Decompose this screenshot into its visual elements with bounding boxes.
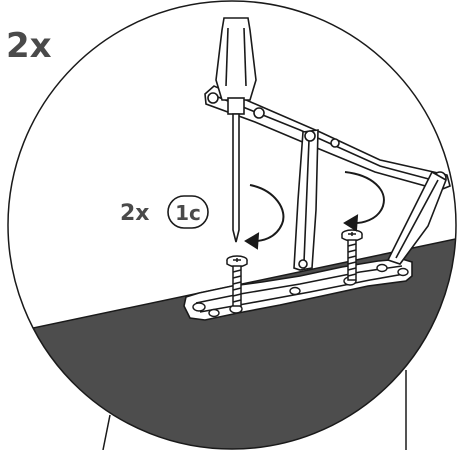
- part-id-label: 1c: [175, 201, 201, 225]
- part-id-badge: [167, 195, 209, 229]
- table-legs: [102, 370, 407, 450]
- screwdriver-icon: [215, 17, 257, 243]
- base-plate-holes: [192, 263, 409, 318]
- clockwise-arrow-icon-right: [343, 171, 385, 232]
- part-callout: 2x 1c: [120, 195, 209, 229]
- callout-count: 2x: [120, 201, 150, 226]
- clockwise-arrow-icon-left: [244, 184, 285, 250]
- bracket-diagonal-arm: [386, 170, 447, 265]
- bracket-vertical-arm: [293, 129, 319, 271]
- screw-right: [341, 229, 363, 281]
- detail-circle-outline: [7, 0, 457, 450]
- step-multiplier-label: 2x: [6, 26, 52, 66]
- screw-left: [226, 255, 248, 307]
